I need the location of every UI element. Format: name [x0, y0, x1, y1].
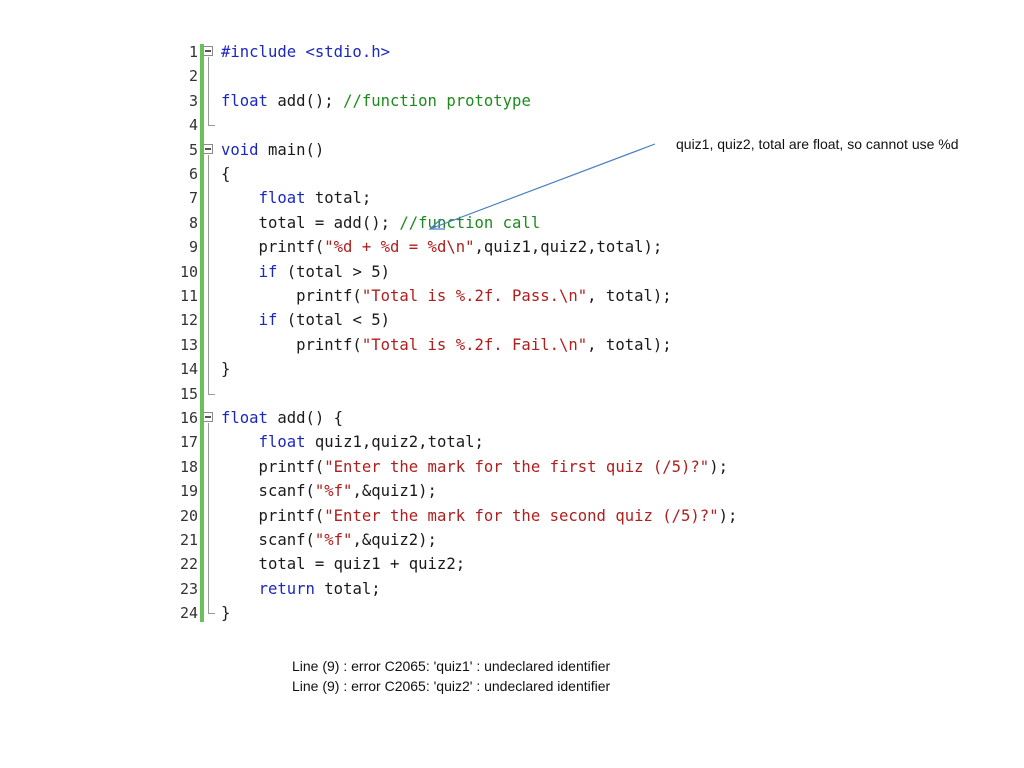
line-number: 2 — [188, 67, 198, 86]
line-number: 6 — [188, 165, 198, 183]
line-number: 11 — [179, 287, 198, 305]
code-text: printf("Enter the mark for the first qui… — [221, 457, 728, 476]
code-text: float total; — [258, 189, 372, 208]
code-line[interactable]: 20 printf("Enter the mark for the second… — [174, 504, 874, 528]
code-line[interactable]: 5 void main() — [174, 138, 874, 162]
fold-guide-end — [208, 393, 215, 395]
code-line[interactable]: 23 return total; — [174, 577, 874, 601]
code-text: total = quiz1 + quiz2; — [221, 555, 466, 574]
code-line[interactable]: 12 if (total < 5) — [174, 308, 874, 332]
line-number: 17 — [179, 433, 198, 452]
line-number: 12 — [179, 311, 198, 330]
arrow-shaft — [429, 143, 656, 230]
line-number: 7 — [188, 189, 198, 208]
code-line[interactable]: 22 total = quiz1 + quiz2; — [174, 552, 874, 576]
fold-guide-line — [208, 154, 209, 394]
code-line[interactable]: 21 scanf("%f",&quiz2); — [174, 528, 874, 552]
code-text: float add(); //function prototype — [221, 91, 531, 110]
code-line[interactable]: 19 scanf("%f",&quiz1); — [174, 479, 874, 503]
code-line[interactable]: 24} — [174, 601, 874, 625]
line-number: 18 — [179, 457, 198, 476]
fold-guide-line — [208, 423, 209, 614]
error-output: Line (9) : error C2065: 'quiz1' : undecl… — [292, 656, 610, 696]
code-line[interactable]: 7 float total; — [174, 186, 874, 210]
code-text: if (total > 5) — [258, 262, 391, 281]
line-number: 22 — [179, 555, 198, 574]
error-line: Line (9) : error C2065: 'quiz1' : undecl… — [292, 658, 611, 674]
line-number: 14 — [179, 360, 198, 379]
arrow-head — [428, 218, 445, 230]
fold-guide-end — [208, 125, 215, 127]
line-number: 3 — [188, 91, 198, 110]
code-line[interactable]: 6{ — [174, 162, 874, 186]
code-text: printf("%d + %d = %d\n",quiz1,quiz2,tota… — [221, 238, 663, 257]
fold-guide-line — [208, 57, 209, 126]
code-line[interactable]: 3 float add(); //function prototype — [174, 89, 874, 113]
line-number: 15 — [179, 384, 198, 403]
code-line[interactable]: 1 #include <stdio.h> — [174, 40, 874, 64]
code-line[interactable]: 9 printf("%d + %d = %d\n",quiz1,quiz2,to… — [174, 235, 874, 259]
code-line[interactable]: 14} — [174, 357, 874, 381]
code-text: if (total < 5) — [258, 311, 391, 330]
code-text: scanf("%f",&quiz1); — [221, 482, 437, 501]
line-number: 19 — [179, 482, 198, 501]
code-line[interactable]: 15 — [174, 382, 874, 406]
code-line[interactable]: 18 printf("Enter the mark for the first … — [174, 455, 874, 479]
code-line[interactable]: 13 printf("Total is %.2f. Fail.\n", tota… — [174, 333, 874, 357]
code-text: printf("Total is %.2f. Pass.\n", total); — [221, 287, 672, 305]
code-text: printf("Total is %.2f. Fail.\n", total); — [221, 335, 672, 354]
code-text: #include <stdio.h> — [221, 43, 390, 61]
code-text: printf("Enter the mark for the second qu… — [221, 506, 738, 525]
code-text: void main() — [221, 140, 325, 159]
line-number: 24 — [179, 604, 198, 623]
line-number: 4 — [188, 116, 198, 135]
code-line[interactable]: 2 — [174, 64, 874, 88]
code-text: return total; — [258, 579, 381, 598]
code-text: } — [221, 360, 231, 379]
code-text: { — [221, 165, 231, 183]
line-number: 1 — [188, 43, 198, 61]
line-number: 10 — [179, 262, 198, 281]
code-text: } — [221, 604, 231, 623]
error-line: Line (9) : error C2065: 'quiz2' : undecl… — [292, 678, 611, 694]
line-number: 8 — [188, 213, 198, 232]
code-line[interactable]: 10 if (total > 5) — [174, 260, 874, 284]
fold-guide-end — [208, 613, 215, 615]
change-tracking-bar — [200, 44, 204, 622]
code-line[interactable]: 4 — [174, 113, 874, 137]
code-text: float quiz1,quiz2,total; — [258, 433, 484, 452]
line-number: 9 — [188, 238, 198, 257]
line-number: 23 — [179, 579, 198, 598]
line-number: 16 — [179, 409, 198, 427]
code-line[interactable]: 16 float add() { — [174, 406, 874, 430]
code-text: scanf("%f",&quiz2); — [221, 531, 437, 549]
line-number: 20 — [179, 506, 198, 525]
code-text: float add() { — [221, 409, 344, 427]
code-line[interactable]: 17 float quiz1,quiz2,total; — [174, 430, 874, 454]
line-number: 13 — [179, 335, 198, 354]
line-number: 21 — [179, 531, 198, 549]
line-number: 5 — [188, 140, 198, 159]
code-line[interactable]: 11 printf("Total is %.2f. Pass.\n", tota… — [174, 284, 874, 308]
annotation-note: quiz1, quiz2, total are float, so cannot… — [676, 136, 959, 152]
